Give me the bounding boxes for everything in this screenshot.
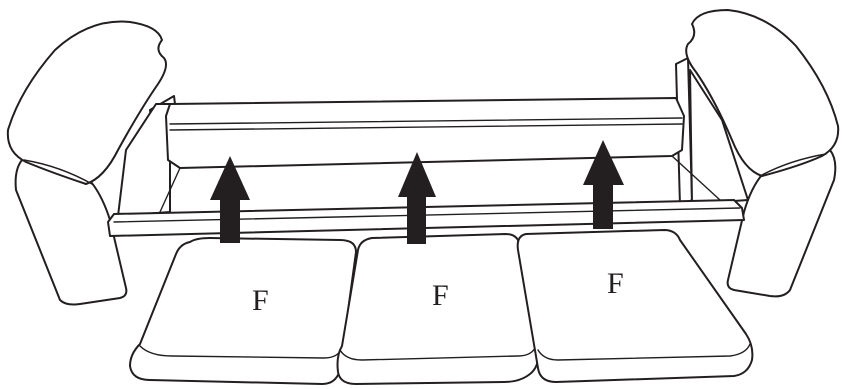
cushion-label-right: F	[607, 267, 624, 300]
cushion-label-left: F	[252, 284, 269, 317]
upward-arrow-icon	[210, 156, 250, 243]
seat-cushion-middle	[336, 233, 540, 385]
upward-arrow-icon	[398, 152, 436, 244]
back-rail	[165, 97, 685, 169]
cushion-label-middle: F	[432, 279, 449, 312]
seat-cushion-right	[516, 229, 754, 383]
seat-cushion-left	[129, 237, 357, 385]
left-armrest	[6, 20, 177, 306]
upward-arrow-icon	[583, 140, 624, 229]
right-armrest	[675, 9, 840, 298]
